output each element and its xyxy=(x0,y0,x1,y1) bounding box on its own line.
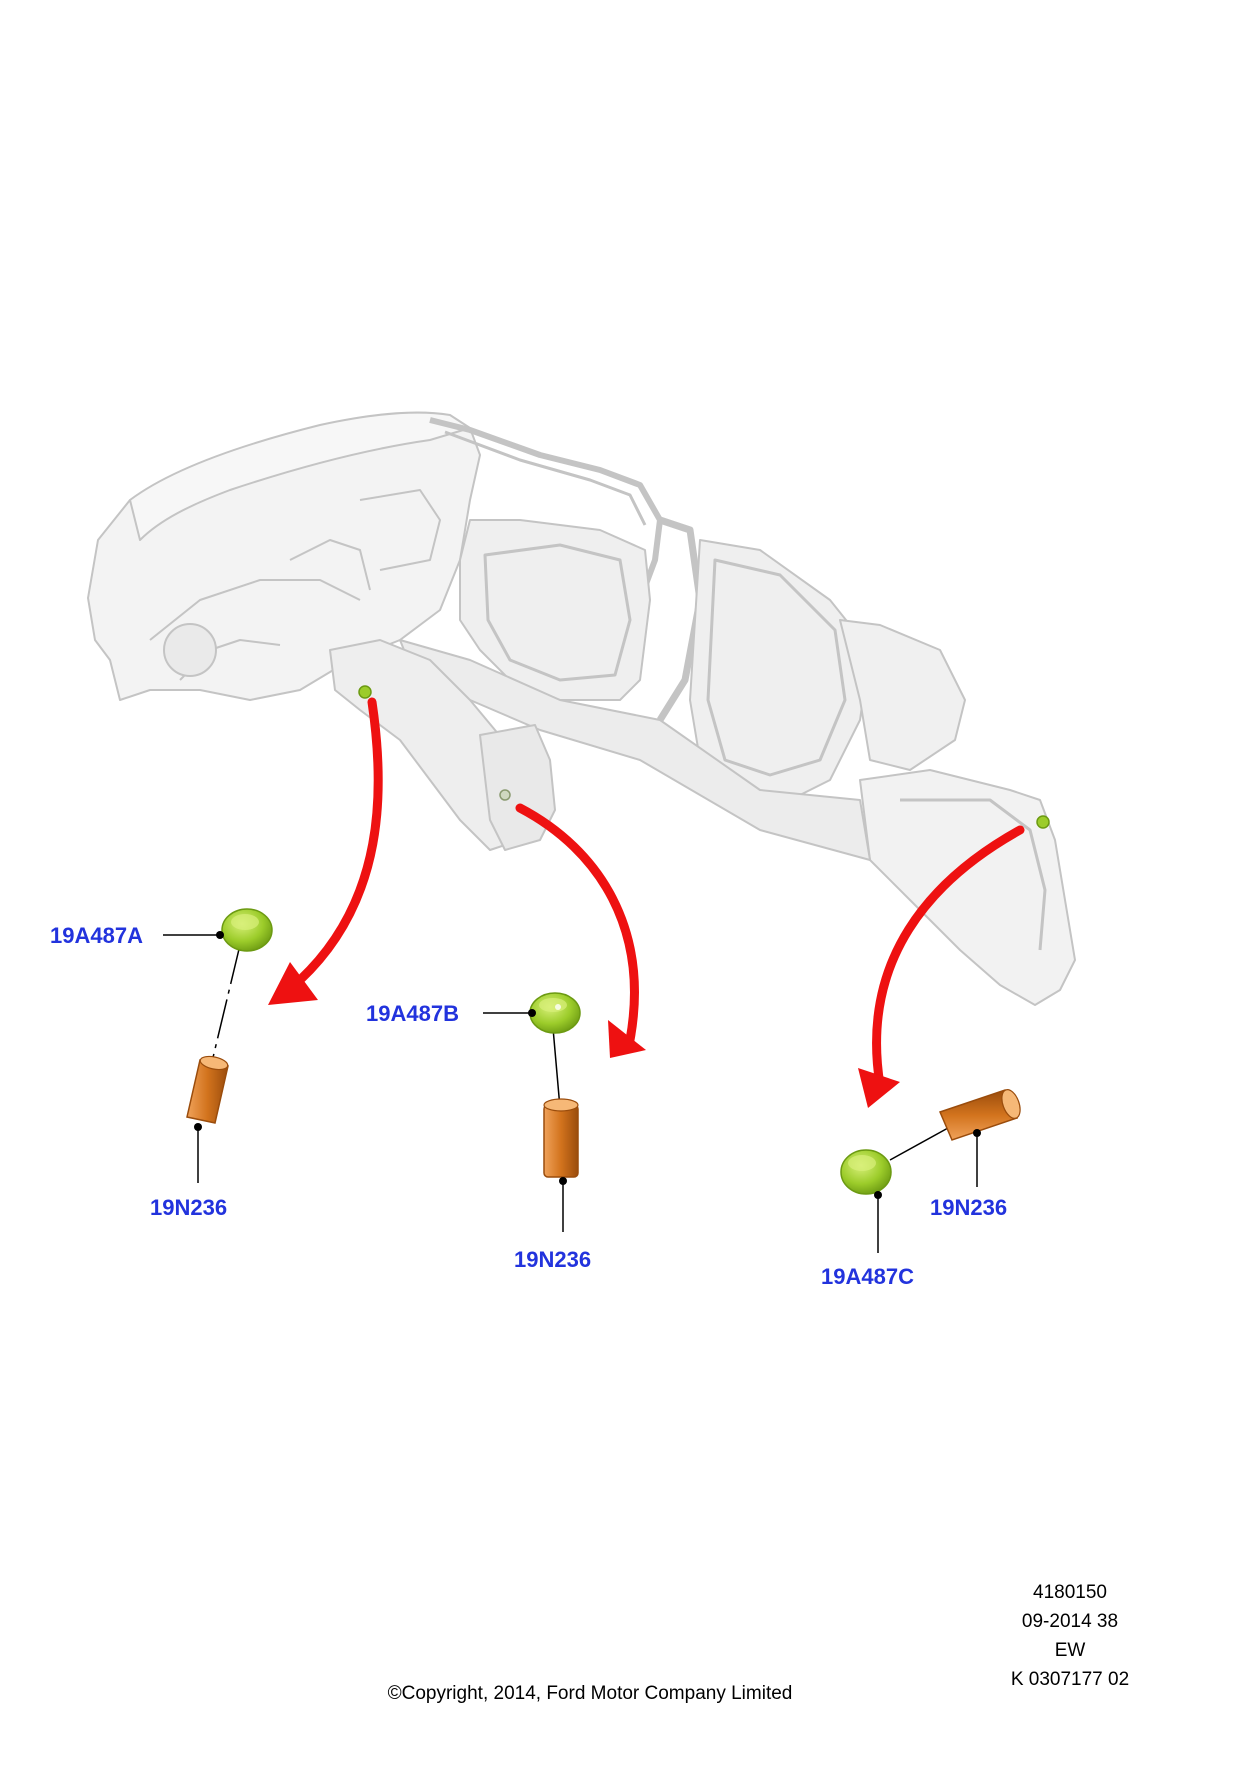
dash-detail-3 xyxy=(359,489,441,571)
part-group-b: 19A487B 19N236 xyxy=(366,992,591,1272)
locator-arrows xyxy=(295,697,1025,1090)
locator-arrowheads xyxy=(268,962,900,1108)
part-group-c: 19A487C 19N236 xyxy=(821,1089,1021,1289)
orange-sleeve-icon xyxy=(543,1098,579,1178)
callout-label-sleeve-a: 19N236 xyxy=(150,1195,227,1220)
callout-label-plug-c: 19A487C xyxy=(821,1264,914,1289)
rear-door-trim xyxy=(706,558,847,777)
illustration-info-block: 4180150 09-2014 38 EW K 0307177 02 xyxy=(960,1578,1180,1694)
arrowhead-a xyxy=(268,962,318,1005)
orange-sleeve-icon xyxy=(938,1089,1021,1141)
arrow-b xyxy=(515,803,639,1045)
green-plug-icon xyxy=(840,1149,892,1195)
vehicle-body-outline xyxy=(87,411,1076,1006)
dash-detail-1 xyxy=(149,579,361,641)
dash-detail-4 xyxy=(289,539,371,591)
assembly-line-a xyxy=(209,944,241,1071)
a-pillar-inner xyxy=(444,430,647,526)
copyright-notice: ©Copyright, 2014, Ford Motor Company Lim… xyxy=(387,1683,793,1704)
rear-panel-detail xyxy=(900,798,1047,951)
date-code: 09-2014 38 xyxy=(1021,1611,1119,1632)
front-door-trim xyxy=(483,543,632,682)
rear-door xyxy=(689,539,871,801)
assembly-line-b xyxy=(552,1027,561,1109)
location-marker-c xyxy=(1036,815,1050,829)
callout-label-sleeve-b: 19N236 xyxy=(514,1247,591,1272)
region-code: EW xyxy=(1054,1640,1086,1661)
arrow-c xyxy=(872,825,1025,1090)
orange-sleeve-icon xyxy=(186,1055,229,1124)
green-plug-icon xyxy=(221,908,273,952)
arrowhead-c xyxy=(858,1068,900,1108)
location-marker-a xyxy=(358,685,372,699)
part-group-a: 19A487A 19N236 xyxy=(50,908,273,1220)
illustration-number: 4180150 xyxy=(1033,1582,1107,1603)
location-marker-b xyxy=(499,789,511,801)
c-pillar xyxy=(839,619,966,771)
callout-label-plug-a: 19A487A xyxy=(50,923,143,948)
steering-column xyxy=(163,623,217,677)
reference-code: K 0307177 02 xyxy=(1010,1669,1130,1690)
assembly-line-c xyxy=(889,1127,949,1161)
a-pillar xyxy=(429,417,663,602)
arrowhead-b xyxy=(608,1020,646,1058)
callout-label-sleeve-c: 19N236 xyxy=(930,1195,1007,1220)
arrow-a xyxy=(295,697,383,985)
callout-label-plug-b: 19A487B xyxy=(366,1001,459,1026)
body-location-markers xyxy=(358,685,1050,829)
green-plug-icon xyxy=(529,992,581,1034)
